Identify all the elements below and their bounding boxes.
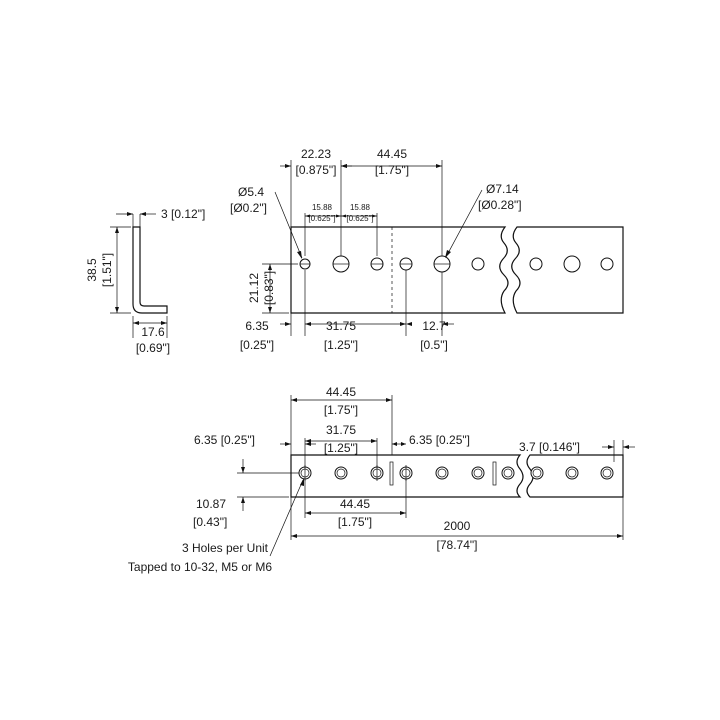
large-hole-in: [Ø0.28"]	[478, 198, 522, 212]
sub-pitch-2-in: [0.625"]	[346, 214, 373, 223]
top-pitch-a-mm: 22.23	[301, 147, 331, 161]
front-bottom-span-in: [1.75"]	[338, 515, 372, 529]
top-pitch-b-in: [1.75"]	[375, 163, 409, 177]
top-hole-height-in: [0.83"]	[262, 271, 276, 305]
front-bottom-span-mm: 44.45	[340, 497, 370, 511]
hole	[600, 257, 614, 271]
sub-pitch-1-mm: 15.88	[312, 203, 333, 212]
front-view: 44.45 [1.75"] 31.75 [1.25"] 6.35 [0.25"]…	[128, 385, 635, 574]
note-line-1: 3 Holes per Unit	[182, 541, 269, 555]
front-length-in: [78.74"]	[437, 538, 478, 552]
front-mid-edge: 6.35 [0.25"]	[409, 433, 470, 447]
top-pitch-d-in: [0.5"]	[420, 338, 448, 352]
top-view: 22.23 [0.875"] 44.45 [1.75"] Ø5.4 [Ø0.2"…	[230, 147, 624, 352]
large-hole-mm: Ø7.14	[486, 182, 519, 196]
top-pitch-d-mm: 12.7	[422, 319, 446, 333]
end-thickness-label: 3 [0.12"]	[161, 207, 205, 221]
note-line-2: Tapped to 10-32, M5 or M6	[128, 560, 272, 574]
front-span-mm: 44.45	[326, 385, 356, 399]
sub-pitch-1-in: [0.625"]	[308, 214, 335, 223]
front-inner-mm: 31.75	[326, 423, 356, 437]
top-holes	[299, 255, 614, 273]
front-span-in: [1.75"]	[324, 403, 358, 417]
front-hole-height-mm: 10.87	[196, 497, 226, 511]
front-hole-height-in: [0.43"]	[193, 515, 227, 529]
front-right-gap: 3.7 [0.146"]	[519, 440, 580, 454]
top-pitch-b-mm: 44.45	[377, 147, 407, 161]
top-hole-height-mm: 21.12	[247, 273, 261, 303]
top-edge-mm: 6.35	[245, 319, 269, 333]
top-pitch-a-in: [0.875"]	[296, 163, 337, 177]
front-length-mm: 2000	[444, 519, 471, 533]
angle-profile	[132, 226, 168, 314]
small-hole-in: [Ø0.2"]	[230, 201, 267, 215]
small-hole-mm: Ø5.4	[238, 185, 264, 199]
hole	[471, 257, 485, 271]
top-strip-left	[290, 226, 509, 314]
hole	[529, 257, 543, 271]
end-view: 3 [0.12"] 38.5 [1.51"] 17.6 [0.69"]	[85, 207, 205, 355]
end-width-in: [0.69"]	[136, 341, 170, 355]
end-height-mm: 38.5	[85, 258, 99, 282]
top-pitch-c-in: [1.25"]	[324, 338, 358, 352]
end-width-mm: 17.6	[141, 325, 165, 339]
front-left-edge: 6.35 [0.25"]	[194, 433, 255, 447]
sub-pitch-2-mm: 15.88	[350, 203, 371, 212]
top-edge-in: [0.25"]	[240, 338, 274, 352]
front-inner-in: [1.25"]	[324, 441, 358, 455]
top-pitch-c-mm: 31.75	[326, 319, 356, 333]
hole	[563, 255, 581, 273]
end-height-in: [1.51"]	[100, 253, 114, 287]
